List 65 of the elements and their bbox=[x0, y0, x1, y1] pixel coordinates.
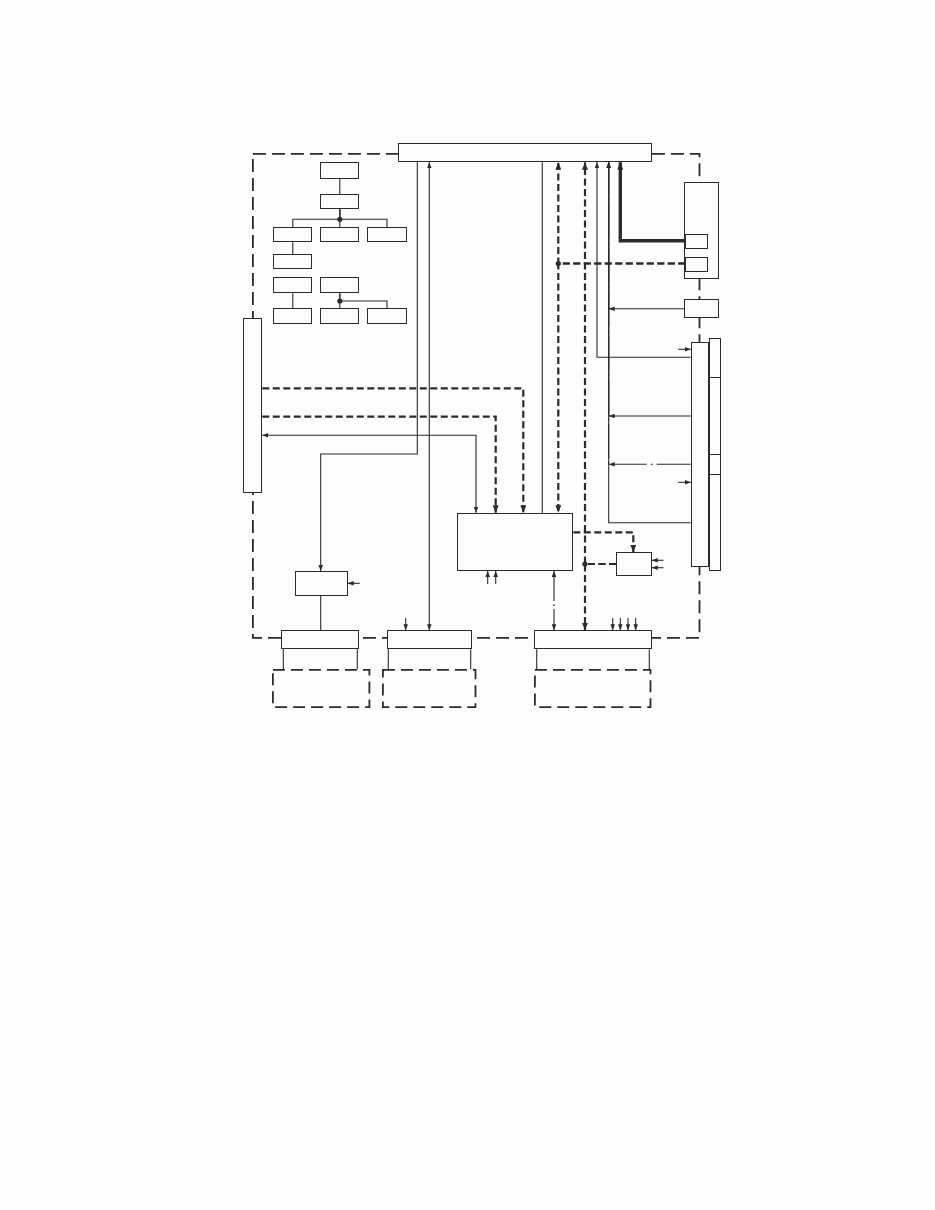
block bbox=[386, 630, 473, 650]
dashed-arrow bbox=[262, 387, 527, 513]
arrow bbox=[594, 161, 692, 358]
arrow bbox=[651, 558, 665, 563]
connector-line bbox=[356, 648, 358, 670]
block bbox=[398, 143, 652, 163]
connector-line bbox=[339, 178, 341, 195]
block bbox=[690, 342, 710, 568]
dashed-block bbox=[271, 669, 370, 709]
dashed-block bbox=[534, 669, 652, 709]
connector-line bbox=[536, 648, 538, 670]
dash-dot-arrow bbox=[551, 570, 557, 631]
connector-line bbox=[387, 648, 389, 670]
block bbox=[242, 318, 263, 494]
dashed-block bbox=[382, 669, 477, 709]
arrow bbox=[493, 570, 498, 585]
block bbox=[281, 630, 360, 650]
connector-line bbox=[339, 292, 388, 309]
arrow bbox=[651, 565, 665, 570]
dashed-boundary bbox=[252, 153, 701, 639]
connector-line bbox=[541, 161, 543, 514]
block bbox=[273, 254, 313, 270]
arrow bbox=[347, 581, 361, 586]
arrow bbox=[318, 161, 418, 572]
connector-line bbox=[292, 292, 294, 309]
arrow bbox=[610, 617, 615, 631]
block bbox=[320, 277, 360, 294]
block bbox=[295, 571, 348, 596]
block bbox=[684, 182, 720, 279]
arrow bbox=[625, 617, 631, 631]
block bbox=[320, 162, 360, 179]
dashed-arrow bbox=[573, 531, 637, 553]
connector-line bbox=[470, 648, 472, 670]
dashed-arrow bbox=[262, 415, 499, 513]
block bbox=[685, 234, 709, 250]
connector-line bbox=[339, 208, 388, 228]
arrow bbox=[261, 433, 479, 514]
block bbox=[684, 299, 720, 319]
dash-dot-arrow bbox=[606, 161, 692, 467]
connector-line bbox=[648, 648, 650, 670]
arrow bbox=[677, 347, 692, 352]
block bbox=[320, 227, 360, 243]
dashed-arrow bbox=[582, 562, 616, 631]
arrow bbox=[618, 617, 623, 631]
dashed-arrow bbox=[555, 262, 686, 513]
connector-line bbox=[282, 648, 284, 670]
block bbox=[456, 512, 574, 571]
block bbox=[616, 552, 652, 576]
block bbox=[273, 308, 313, 325]
arrow bbox=[403, 617, 408, 631]
block bbox=[320, 308, 360, 325]
block bbox=[534, 630, 652, 650]
connector-line bbox=[320, 595, 322, 631]
thick-arrow bbox=[617, 162, 686, 243]
block bbox=[273, 227, 313, 243]
block bbox=[320, 194, 360, 210]
block bbox=[367, 308, 407, 325]
arrow bbox=[427, 161, 432, 631]
block bbox=[273, 277, 313, 294]
block bbox=[685, 257, 709, 272]
arrow bbox=[677, 480, 692, 485]
connector-line bbox=[292, 241, 294, 255]
arrow bbox=[485, 570, 490, 585]
block bbox=[367, 227, 407, 243]
arrow bbox=[633, 617, 638, 631]
